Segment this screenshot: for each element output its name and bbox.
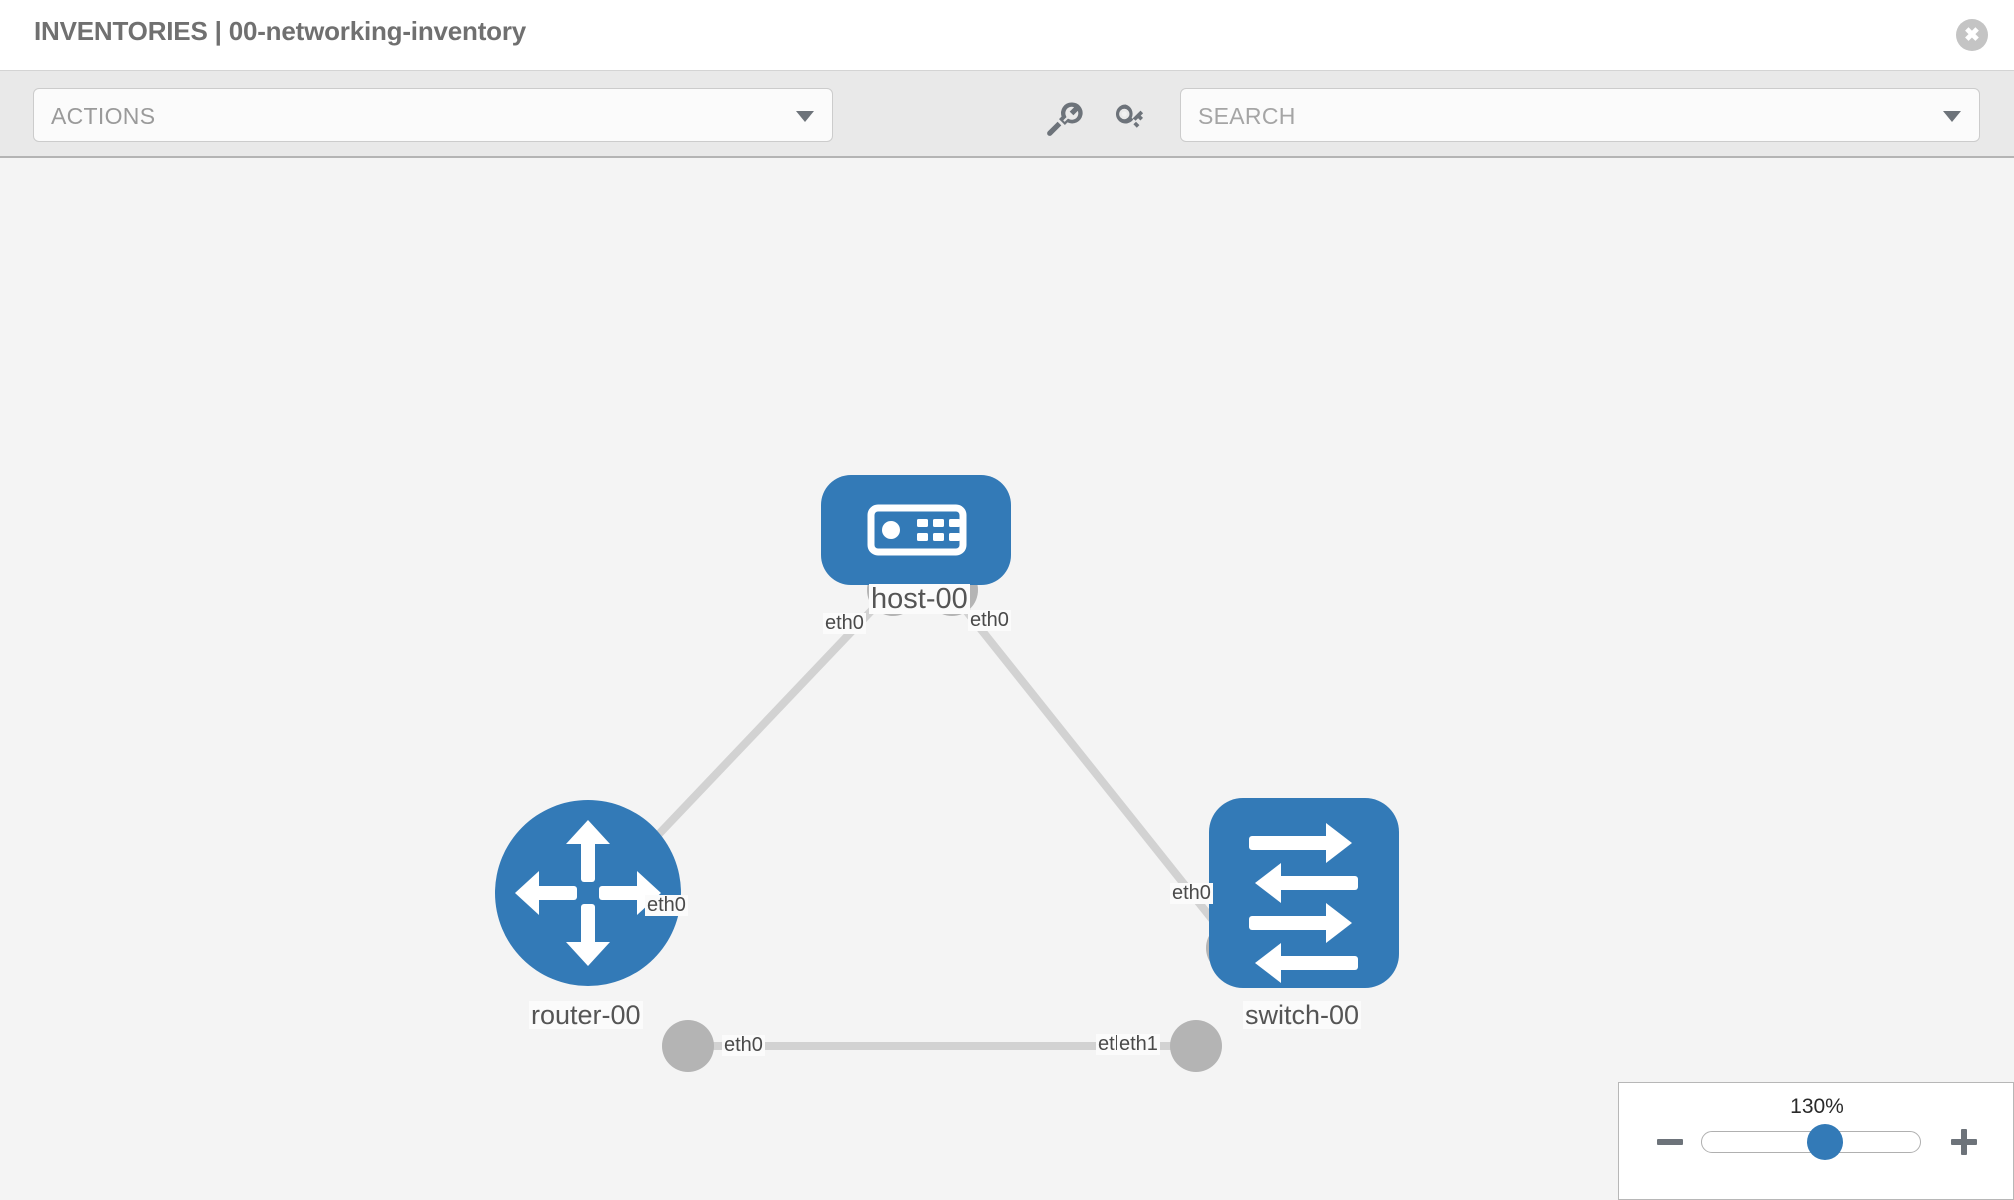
iface-label-router-host-eth0: eth0 [645,894,688,916]
search-input[interactable]: SEARCH [1180,88,1980,142]
actions-dropdown-label: ACTIONS [51,103,156,129]
toolbar: ACTIONS SEARCH [0,70,2014,158]
page-title: INVENTORIES | 00-networking-inventory [34,16,527,46]
zoom-out-button[interactable] [1655,1127,1685,1157]
topology-links [597,585,1239,1050]
iface-label-switch-host-eth0: eth0 [1170,882,1213,904]
iface-label-host-eth0-left: eth0 [823,612,866,634]
actions-dropdown[interactable]: ACTIONS [33,88,833,142]
plus-icon-vertical [1961,1129,1967,1155]
zoom-in-button[interactable] [1949,1127,1979,1157]
node-label-router-00: router-00 [529,1000,643,1030]
search-placeholder: SEARCH [1198,103,1296,129]
chevron-down-icon [1943,111,1961,122]
topology-graph [495,475,1399,1072]
iface-label-router-eth0: eth0 [722,1034,765,1056]
key-icon[interactable] [1108,95,1152,139]
wrench-icon[interactable] [1040,95,1084,139]
iface-label-switch-eth1: eth1 [1117,1033,1160,1055]
close-icon: ✖ [1964,24,1980,46]
minus-icon [1657,1139,1683,1145]
node-label-host-00: host-00 [869,583,970,615]
port-router-eth0[interactable] [662,1020,714,1072]
zoom-slider-thumb[interactable] [1807,1124,1843,1160]
iface-label-host-eth0-right: eth0 [968,609,1011,631]
node-host-00[interactable] [821,475,1011,585]
port-switch-eth1[interactable] [1170,1020,1222,1072]
close-button[interactable]: ✖ [1956,19,1988,51]
zoom-control-panel: 130% [1618,1082,2014,1200]
topology-canvas[interactable]: host-00 router-00 switch-00 eth0 eth0 et… [0,158,2014,1200]
node-label-switch-00: switch-00 [1243,1000,1362,1030]
page-header: INVENTORIES | 00-networking-inventory ✖ [0,0,2014,70]
node-router-00[interactable] [495,800,681,986]
topology-ports [662,564,1258,1072]
node-switch-00[interactable] [1209,798,1399,988]
zoom-level-label: 130% [1790,1095,1844,1118]
chevron-down-icon [796,111,814,122]
